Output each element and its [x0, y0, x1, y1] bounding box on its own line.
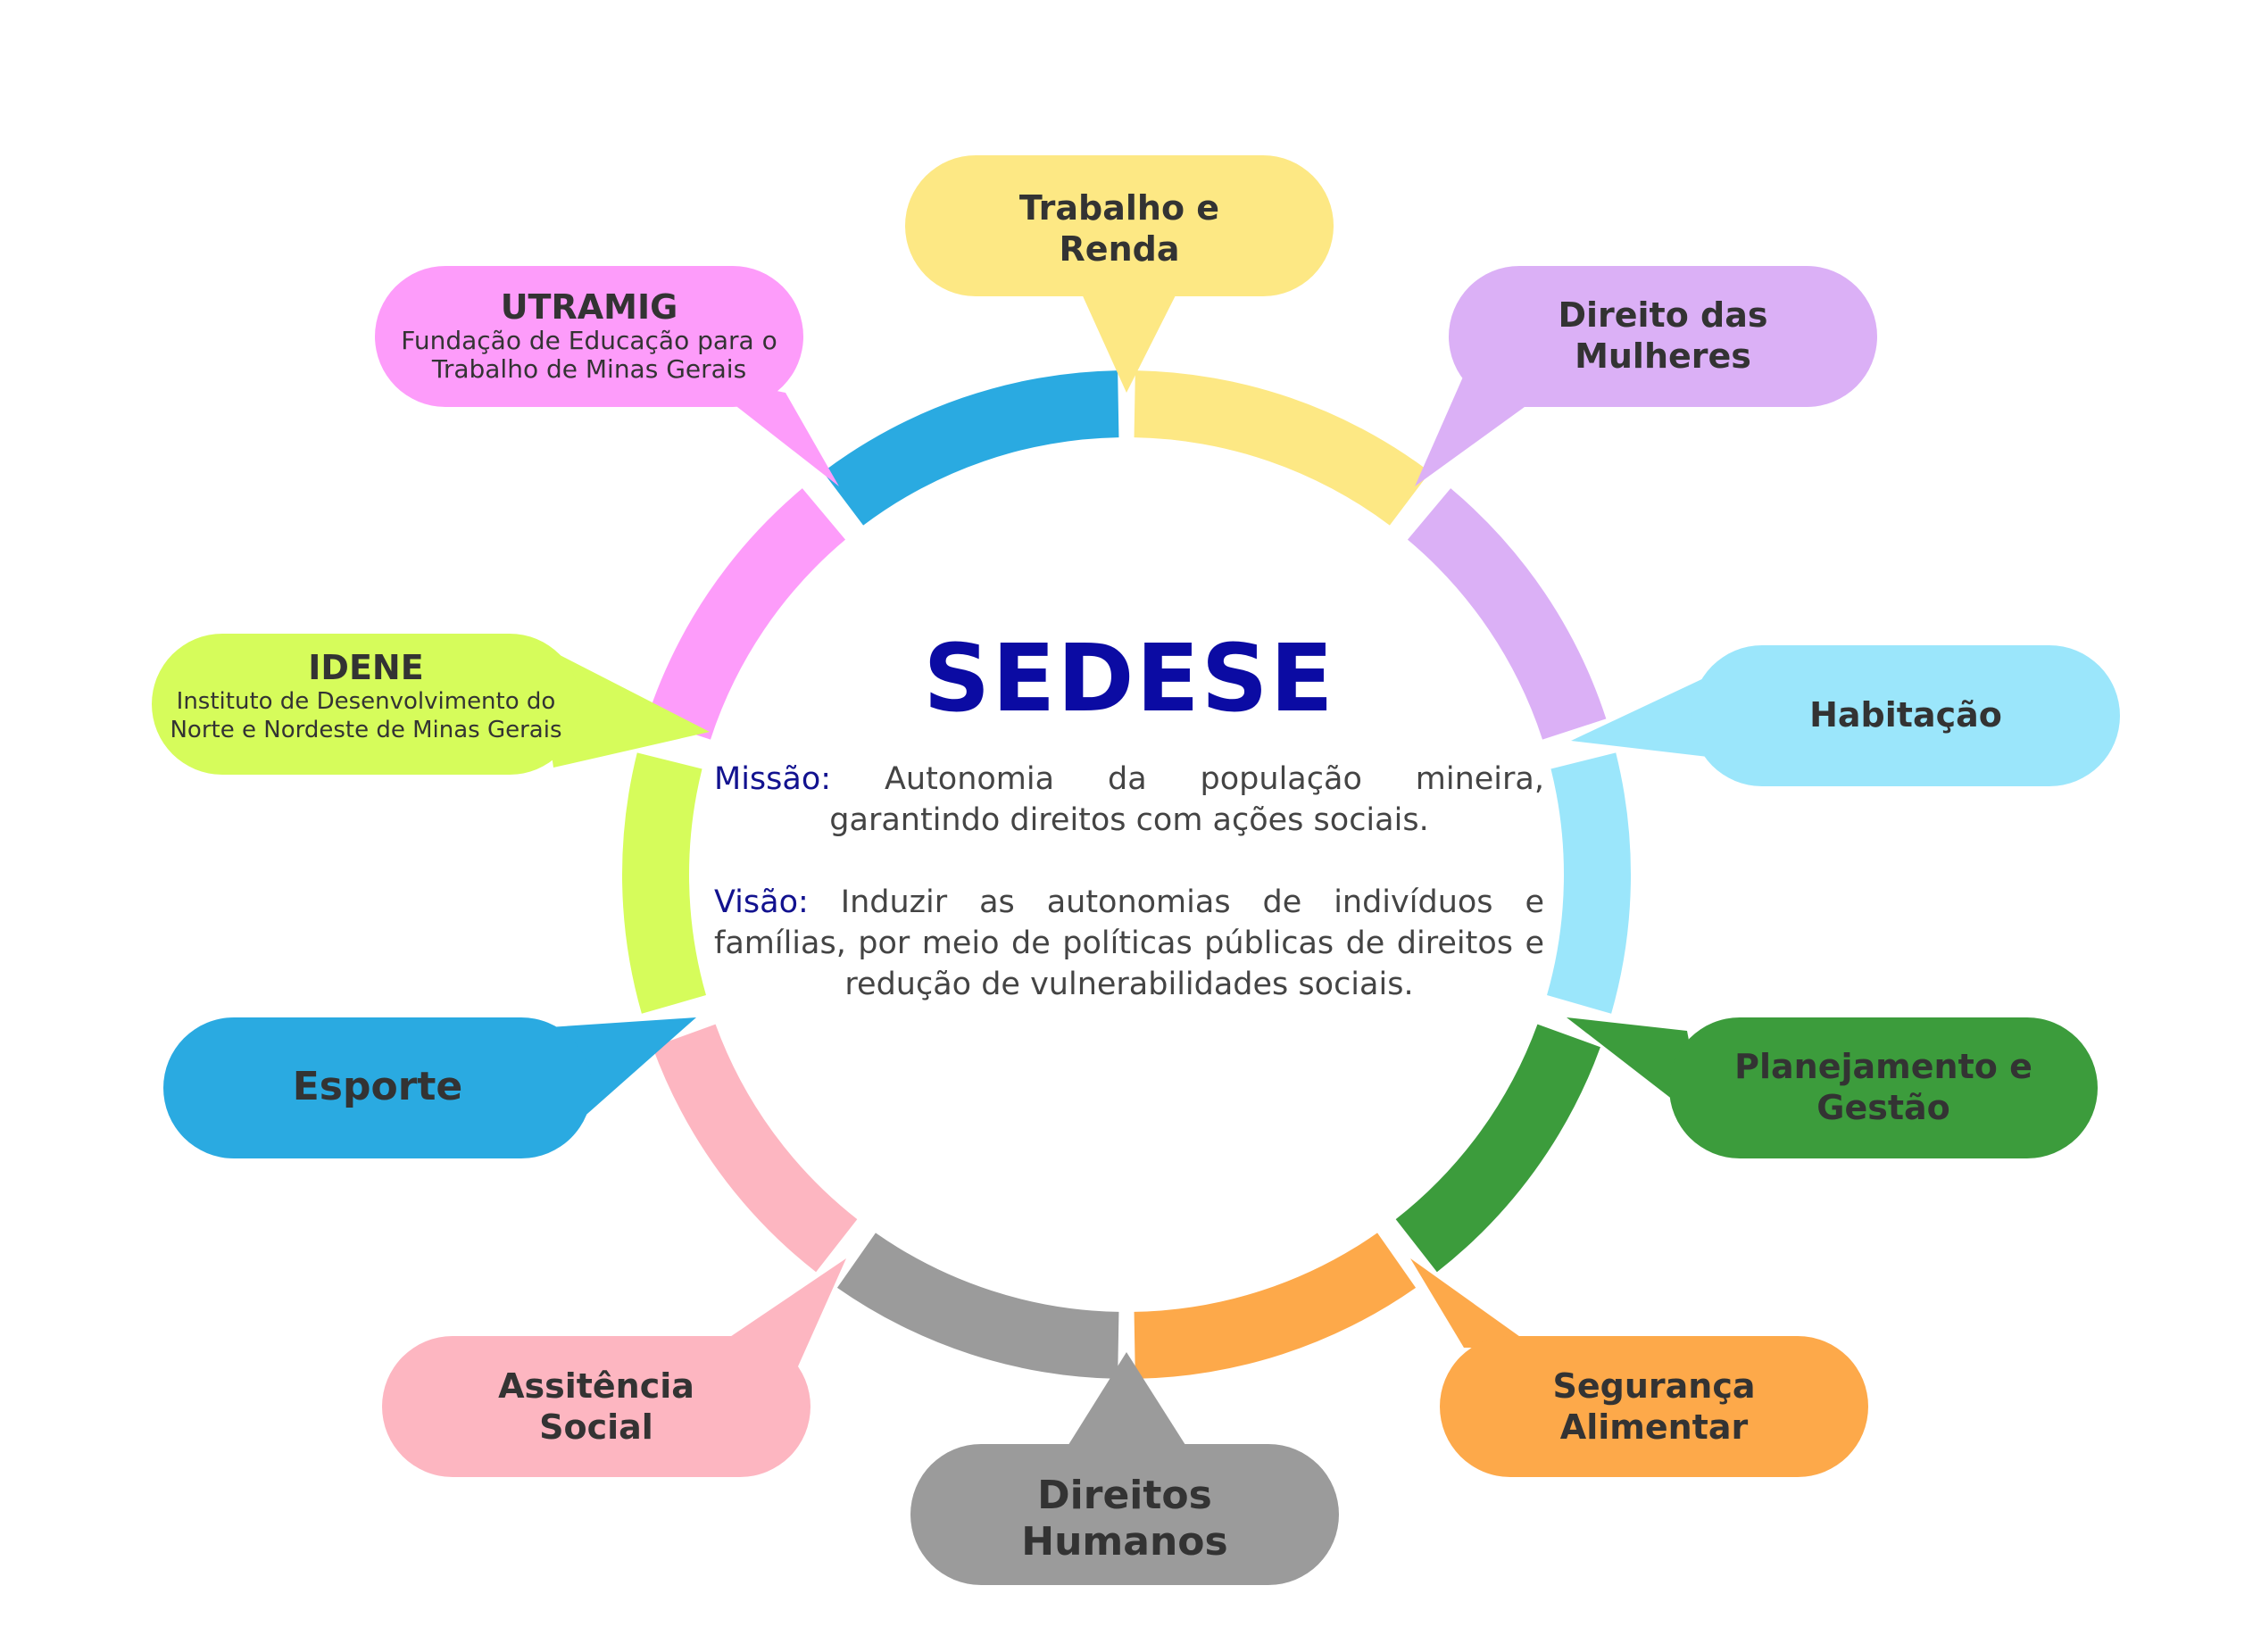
node-title-seguranca: Segurança Alimentar	[1552, 1366, 1756, 1447]
bubble-tail-direitos-humanos	[1062, 1352, 1192, 1455]
ring-segment-trabalho-blue	[822, 370, 1119, 526]
bubble-tail-trabalho	[1080, 290, 1178, 393]
node-label-trabalho: Trabalho e Renda	[905, 187, 1334, 270]
bubble-box-planejamento	[1669, 1017, 2098, 1158]
node-label-assistencia: Assitência Social	[382, 1366, 810, 1448]
bubble-habitacao	[1571, 645, 2120, 786]
ring-segment-seguranca	[1134, 1233, 1417, 1379]
ring-segment-direitos-humanos	[836, 1233, 1119, 1379]
bubble-tail-idene	[536, 643, 710, 768]
mission-label: Missão:	[714, 761, 832, 797]
mission-text: Autonomia da população mineira, garantin…	[829, 761, 1544, 838]
bubble-esporte	[163, 1017, 696, 1158]
node-subtitle-idene: Instituto de Desenvolvimento do Norte e …	[170, 688, 562, 743]
node-title-idene: IDENE	[308, 648, 424, 687]
node-title-assistencia: Assitência Social	[498, 1366, 694, 1447]
bubble-box-habitacao	[1692, 645, 2120, 786]
bubble-tail-habitacao	[1571, 669, 1723, 759]
bubble-idene	[152, 634, 710, 775]
bubble-box-esporte	[163, 1017, 592, 1158]
node-label-planejamento: Planejamento e Gestão	[1669, 1046, 2098, 1128]
node-title-utramig: UTRAMIG	[500, 287, 678, 327]
bubble-seguranca	[1410, 1258, 1868, 1477]
bubble-mulheres	[1415, 266, 1877, 486]
ring-segment-trabalho	[1134, 370, 1431, 526]
center-title: SEDESE	[923, 624, 1335, 733]
bubble-box-direitos-humanos	[910, 1444, 1339, 1585]
node-subtitle-utramig: Fundação de Educação para o Trabalho de …	[401, 326, 777, 384]
vision-text: Induzir as autonomias de indivíduos e fa…	[714, 884, 1544, 1002]
ring-segment-mulheres	[1407, 488, 1607, 740]
bubble-planejamento	[1567, 1017, 2098, 1158]
node-label-habitacao: Habitação	[1692, 694, 2120, 735]
mission-statement: Missão: Autonomia da população mineira, …	[714, 759, 1544, 841]
ring-segment-idene	[621, 752, 706, 1014]
node-title-trabalho: Trabalho e Renda	[1018, 188, 1220, 269]
node-label-direitos-humanos: Direitos Humanos	[910, 1473, 1339, 1565]
center-circle	[691, 439, 1562, 1310]
node-title-direitos-humanos: Direitos Humanos	[1021, 1473, 1228, 1565]
bubble-box-idene	[152, 634, 580, 775]
node-label-seguranca: Segurança Alimentar	[1440, 1366, 1868, 1448]
bubble-utramig	[375, 266, 839, 486]
node-title-esporte: Esporte	[292, 1064, 463, 1109]
bubble-box-assistencia	[382, 1336, 810, 1477]
bubble-box-mulheres	[1449, 266, 1877, 407]
bubble-box-utramig	[375, 266, 803, 407]
ring-segment-habitacao	[1547, 752, 1631, 1014]
node-title-planejamento: Planejamento e Gestão	[1734, 1047, 2032, 1127]
vision-statement: Visão: Induzir as autonomias de indivídu…	[714, 882, 1544, 1005]
ring-segment-planejamento	[1395, 1024, 1600, 1273]
bubble-direitos-humanos	[910, 1352, 1339, 1585]
center-content: SEDESE Missão: Autonomia da população mi…	[714, 625, 1544, 1053]
bubble-box-seguranca	[1440, 1336, 1868, 1477]
ring-segment-assistencia	[653, 1024, 858, 1273]
bubble-trabalho	[905, 155, 1334, 393]
node-title-mulheres: Direito das Mulheres	[1558, 295, 1768, 376]
bubble-tail-seguranca	[1410, 1258, 1535, 1348]
ring-segment-utramig	[646, 488, 846, 740]
node-title-habitacao: Habitação	[1809, 695, 2002, 735]
node-label-esporte: Esporte	[163, 1064, 592, 1110]
bubble-assistencia	[382, 1258, 846, 1477]
node-label-mulheres: Direito das Mulheres	[1449, 295, 1877, 377]
bubble-box-trabalho	[905, 155, 1334, 296]
vision-label: Visão:	[714, 884, 809, 920]
